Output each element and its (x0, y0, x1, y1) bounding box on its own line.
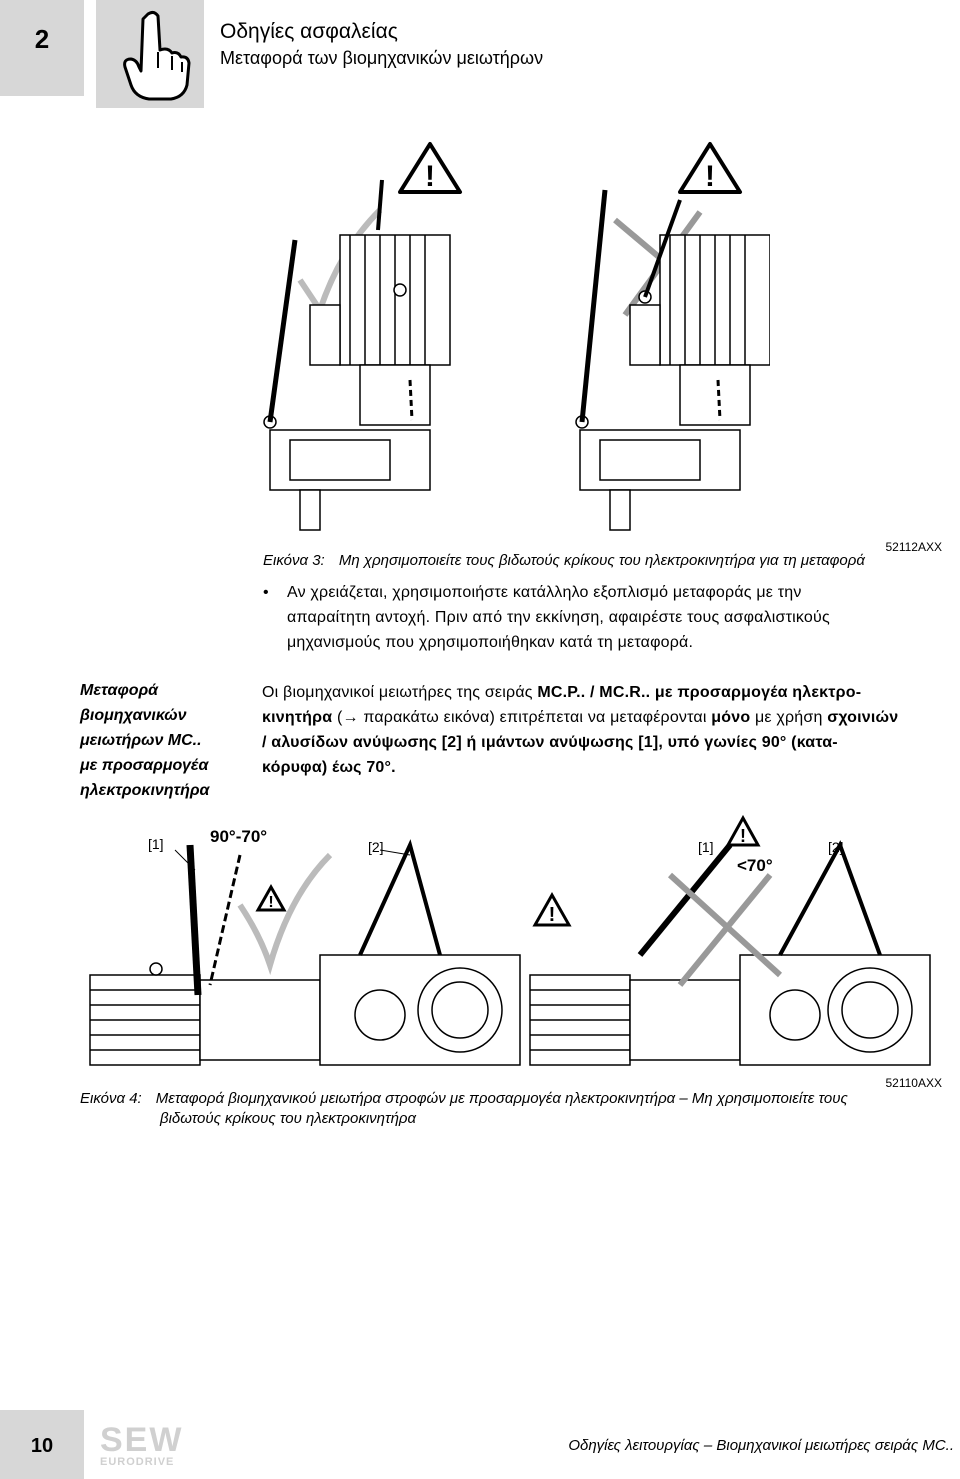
side-heading: Μεταφορά βιομηχανικών μειωτήρων MC.. με … (80, 682, 210, 799)
callout-1-left: [1] (148, 836, 164, 852)
angle-label-right: <70° (737, 856, 773, 875)
svg-text:!: ! (705, 160, 715, 193)
warning-icon: ! (398, 142, 462, 194)
figure-3-illustration: ! ! (263, 142, 770, 531)
footer-tab (0, 1410, 84, 1479)
svg-text:!: ! (425, 160, 435, 193)
bullet-icon: • (263, 584, 269, 601)
page-title: Οδηγίες ασφαλείας (220, 20, 398, 43)
figure-3-label: Εικόνα 3: (263, 552, 325, 569)
figure-3-caption-text: Μη χρησιμοποιείτε τους βιδωτούς κρίκους … (338, 552, 865, 569)
callout-2-right: [2] (828, 839, 844, 855)
warning-icon: ! (678, 142, 742, 194)
main-paragraph: Οι βιομηχανικοί μειωτήρες της σειράς MC.… (262, 684, 899, 776)
callout-2-left: [2] (368, 839, 384, 855)
callout-1-right: [1] (698, 839, 714, 855)
footer-text: Οδηγίες λειτουργίας – Βιομηχανικοί μειωτ… (568, 1437, 954, 1454)
svg-text:!: ! (740, 826, 746, 846)
page-number: 10 (30, 1435, 54, 1457)
cross-mark-icon (667, 872, 783, 987)
page-subtitle: Μεταφορά των βιομηχανικών μειωτήρων (220, 48, 544, 68)
sew-eurodrive-logo: SEW EURODRIVE (100, 1421, 184, 1468)
svg-text:!: ! (268, 894, 273, 911)
figure-3-code: 52112AXX (885, 540, 943, 554)
figure-4-code: 52110AXX (885, 1076, 943, 1090)
figure-4-label: Εικόνα 4: (80, 1090, 142, 1107)
pointing-hand-icon (96, 0, 204, 108)
warning-icon: ! (255, 883, 287, 912)
bullet-text: Αν χρειάζεται, χρησιμοποιήστε κατάλληλο … (287, 584, 830, 651)
svg-text:!: ! (549, 904, 556, 926)
chapter-tab (0, 0, 84, 96)
angle-label-left: 90°-70° (210, 827, 268, 846)
figure-4-illustration: ! ! ! (89, 815, 931, 1066)
figure-4-caption: Εικόνα 4:Μεταφορά βιομηχανικού μειωτήρα … (80, 1090, 848, 1127)
warning-icon: ! (532, 891, 572, 927)
warning-icon: ! (725, 815, 761, 847)
figure-3-caption: Εικόνα 3: Μη χρησιμοποιείτε τους βιδωτού… (263, 552, 865, 569)
chapter-number: 2 (34, 24, 50, 54)
